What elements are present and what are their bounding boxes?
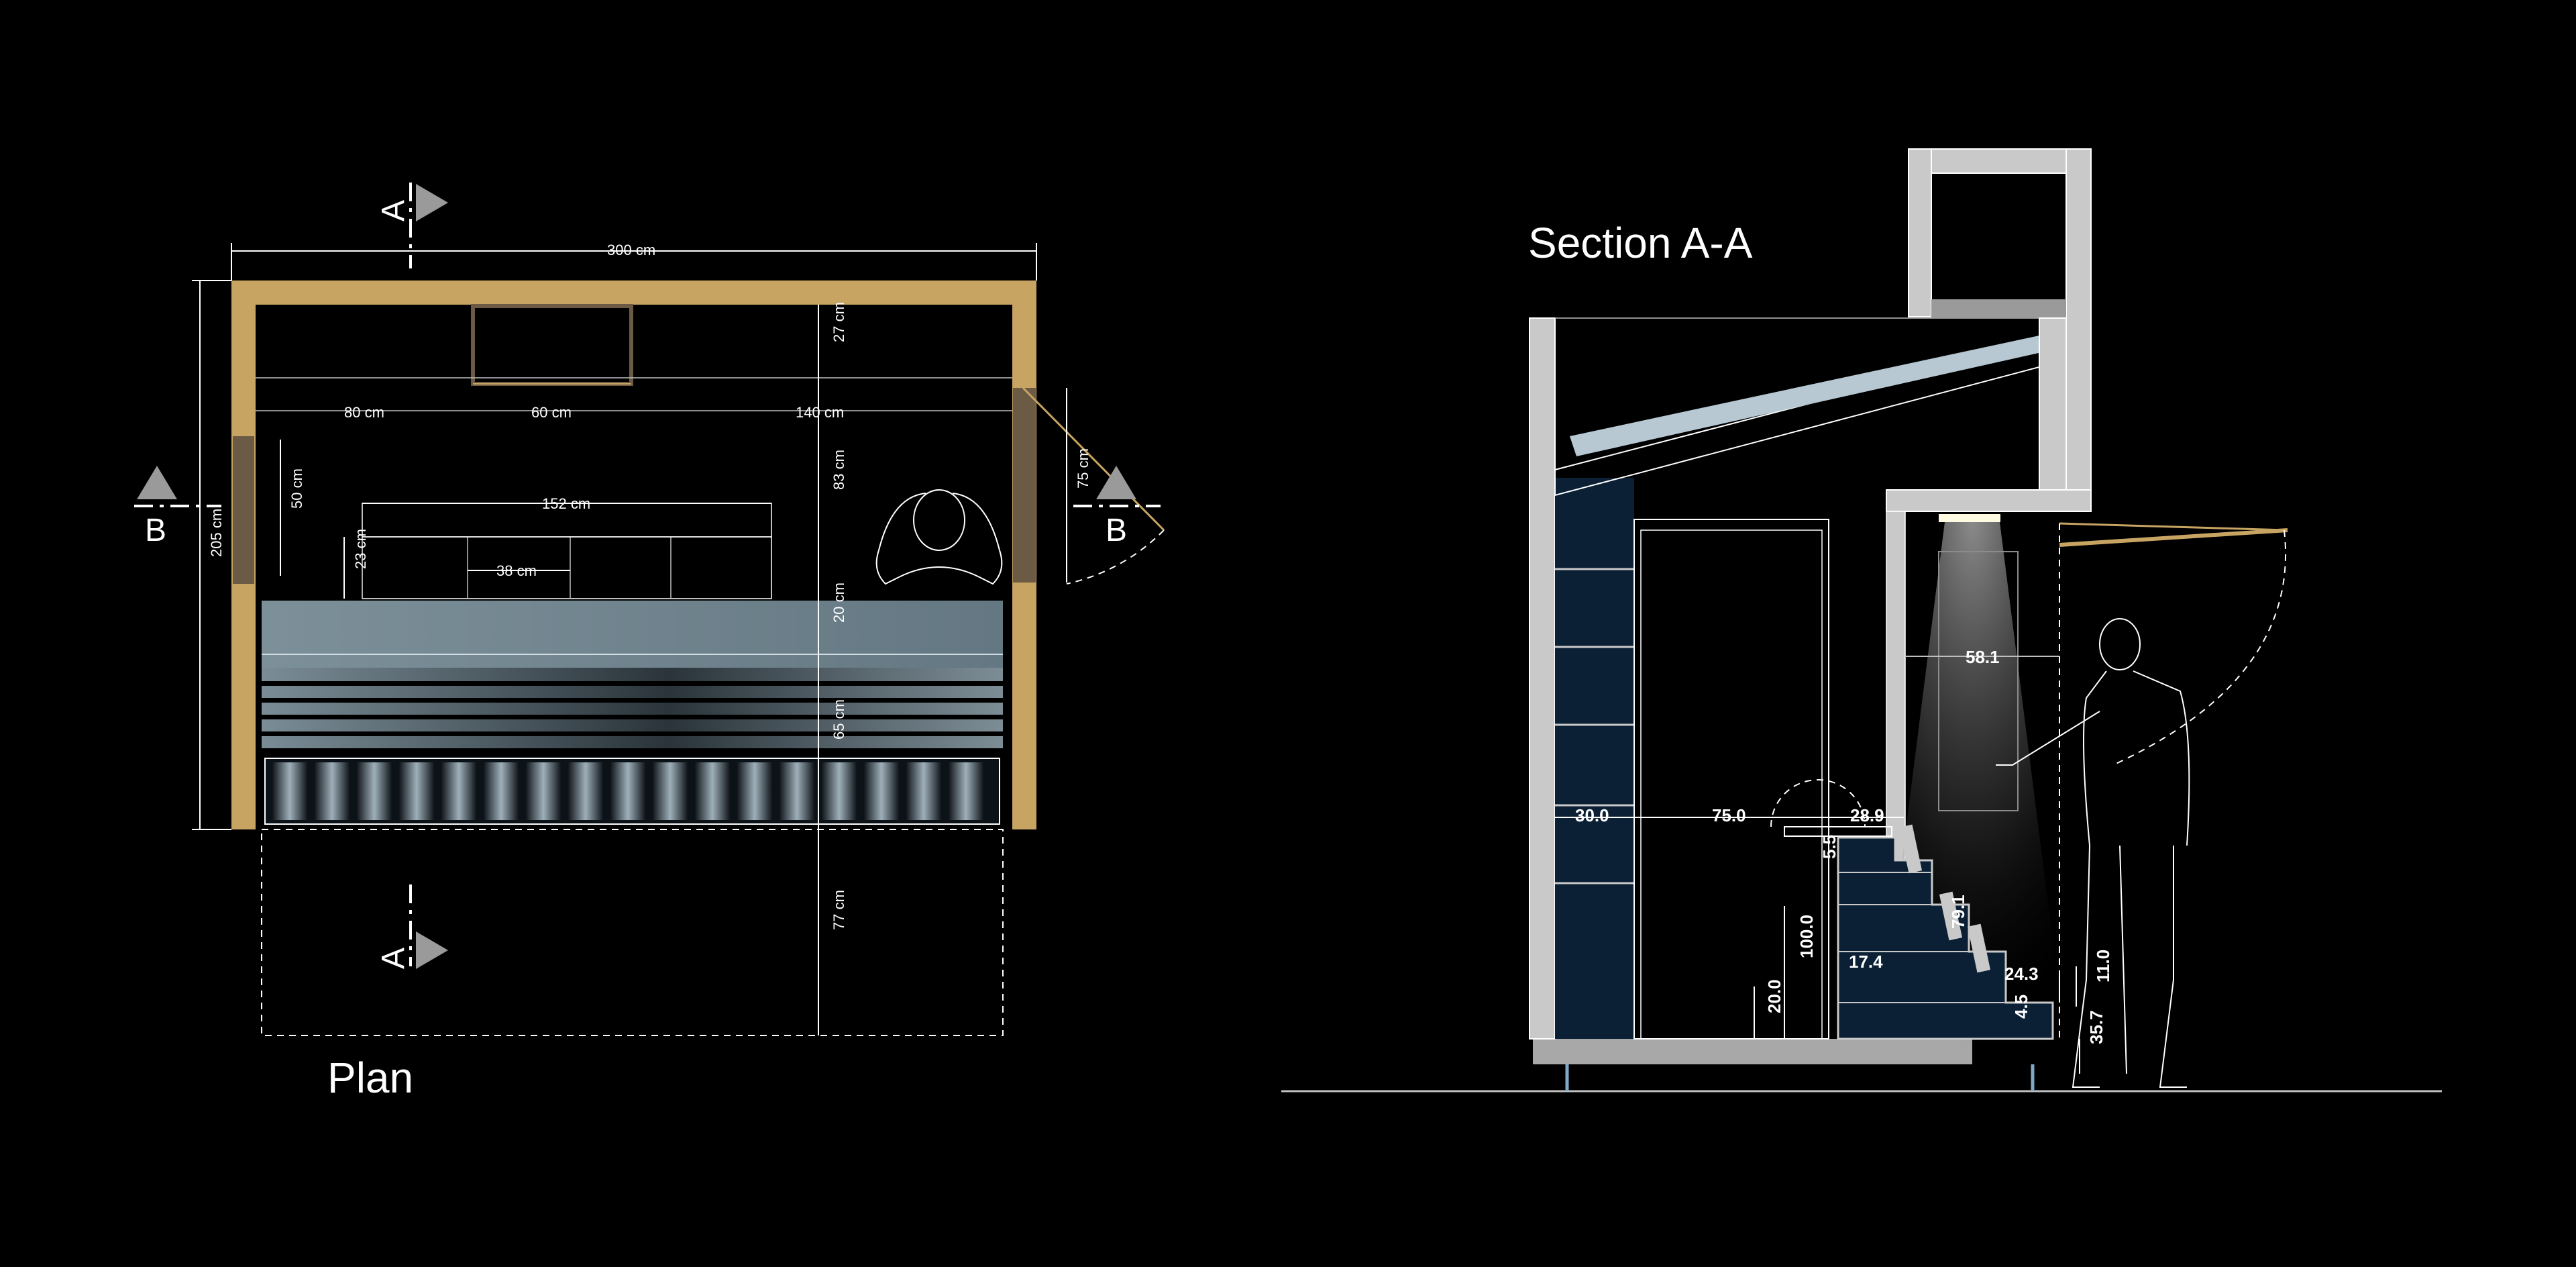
dim-front: 77 cm <box>830 890 847 930</box>
plan-cut-b-right: B <box>1073 466 1161 548</box>
section-awning <box>2059 528 2288 547</box>
dim-window-width: 60 cm <box>531 404 572 421</box>
plan-door-swing <box>1022 387 1165 531</box>
section-title: Section A-A <box>1528 219 1753 267</box>
plan-person <box>875 489 1003 585</box>
plan-wall-top <box>231 281 1036 305</box>
section-person <box>1996 618 2190 1088</box>
plan-window-left <box>233 436 254 584</box>
dim-height-100: 100.0 <box>1796 915 1817 958</box>
dim-desk-step: 23 cm <box>352 529 369 569</box>
dim-shelf-depth: 30.0 <box>1575 805 1609 825</box>
dim-door: 75 cm <box>1075 448 1091 489</box>
section-stairs <box>1837 824 2054 1040</box>
section-wall-left <box>1529 317 1556 1040</box>
dim-window-left: 80 cm <box>344 404 384 421</box>
dim-window-h: 58.1 <box>1966 647 2000 667</box>
plan-cut-a-top-label: A <box>376 200 411 221</box>
section-shelving <box>1555 478 1634 1039</box>
dim-desk-width: 152 cm <box>542 495 590 512</box>
plan-cylinders <box>272 762 984 820</box>
dim-window-right: 140 cm <box>796 404 844 421</box>
dim-tread: 17.4 <box>1849 952 1883 972</box>
dim-seating: 65 cm <box>830 699 847 740</box>
section-upper-box <box>1908 148 2092 174</box>
plan-cut-b-left: B <box>134 466 221 548</box>
dim-lip: 4.5 <box>2011 995 2031 1019</box>
dim-step-top: 28.9 <box>1850 805 1884 825</box>
dim-width-total: 300 cm <box>607 242 655 258</box>
dim-door-width: 75.0 <box>1712 805 1746 825</box>
dim-rise: 5.5 <box>1819 835 1839 859</box>
section-window-panel <box>1938 551 2019 811</box>
dim-aisle: 83 cm <box>830 450 847 490</box>
plan-cut-b-left-label: B <box>145 513 166 548</box>
plan-drawing: A A B B 300 cm 205 cm 80 cm 60 cm 140 cm… <box>134 183 1165 1102</box>
plan-door-right <box>1013 388 1036 582</box>
plan-cut-a-top: A <box>376 183 448 268</box>
plan-cut-b-right-label: B <box>1106 513 1127 548</box>
dim-stair-height: 79.1 <box>1948 895 1968 929</box>
plan-title: Plan <box>327 1054 413 1102</box>
section-shelves <box>1555 568 1634 884</box>
dim-counter: 20 cm <box>830 582 847 623</box>
plan-front-area <box>261 829 1004 1036</box>
plan-counter-glass <box>262 601 1003 668</box>
plan-seating-rows <box>262 668 1003 748</box>
section-drawing: 30.0 75.0 28.9 5.5 100.0 17.4 79.1 24.3 … <box>1281 148 2442 1093</box>
dim-ledge: 11.0 <box>2093 950 2113 982</box>
dim-side-window: 50 cm <box>288 468 305 509</box>
dim-back-depth: 27 cm <box>830 302 847 342</box>
plan-cut-a-bottom-label: A <box>376 948 411 969</box>
plan-cut-a-bottom: A <box>376 884 448 969</box>
dim-base: 20.0 <box>1764 979 1784 1013</box>
dim-drawer: 38 cm <box>496 562 537 579</box>
dim-plinth: 35.7 <box>2086 1010 2106 1044</box>
dim-depth-total: 205 cm <box>208 509 225 557</box>
plan-desk <box>362 536 772 599</box>
section-door <box>1633 519 1829 1040</box>
plan-window-top <box>471 304 633 386</box>
dim-tread-low: 24.3 <box>2004 964 2039 984</box>
